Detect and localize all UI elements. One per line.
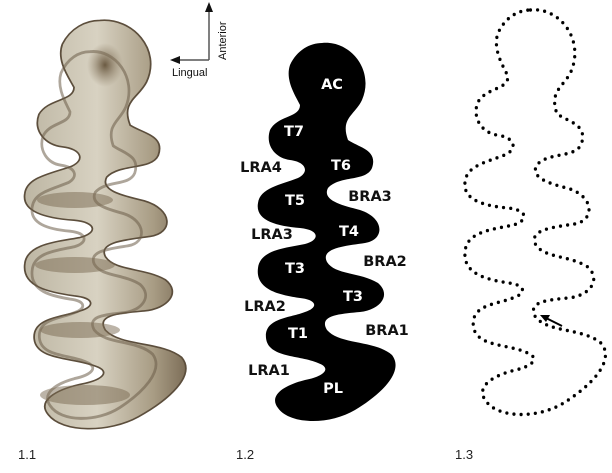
panel-label-1-1: 1.1: [18, 447, 36, 462]
label-bra1: BRA1: [365, 323, 409, 339]
label-t4: T4: [339, 224, 359, 240]
label-lra1: LRA1: [248, 363, 290, 379]
label-t1: T1: [288, 326, 308, 342]
panel-label-1-3: 1.3: [455, 447, 473, 462]
lingual-label: Lingual: [172, 67, 207, 79]
label-lra4: LRA4: [240, 160, 282, 176]
label-t5: T5: [285, 193, 305, 209]
label-t3-lingual: T3: [285, 261, 305, 277]
arrow-left-icon: [170, 56, 180, 64]
orientation-compass: Anterior Lingual: [170, 2, 229, 79]
arrow-pointer-icon: [540, 315, 563, 327]
label-lra2: LRA2: [244, 299, 286, 315]
label-bra3: BRA3: [348, 189, 392, 205]
label-t7: T7: [284, 124, 304, 140]
tooth-dotted-outline: [463, 8, 608, 417]
label-bra2: BRA2: [363, 254, 407, 270]
label-ac: AC: [321, 77, 343, 93]
label-lra3: LRA3: [251, 227, 293, 243]
tooth-silhouette: AC T7 T6 T5 T4 T3 T3 T1 PL LRA4 LRA3 LRA…: [240, 42, 409, 422]
label-t3-buccal: T3: [343, 289, 363, 305]
arrow-up-icon: [205, 2, 213, 12]
label-t6: T6: [331, 158, 351, 174]
tooth-photo: [23, 19, 187, 430]
panel-label-1-2: 1.2: [236, 447, 254, 462]
label-pl: PL: [323, 381, 343, 397]
anterior-label: Anterior: [217, 21, 229, 60]
